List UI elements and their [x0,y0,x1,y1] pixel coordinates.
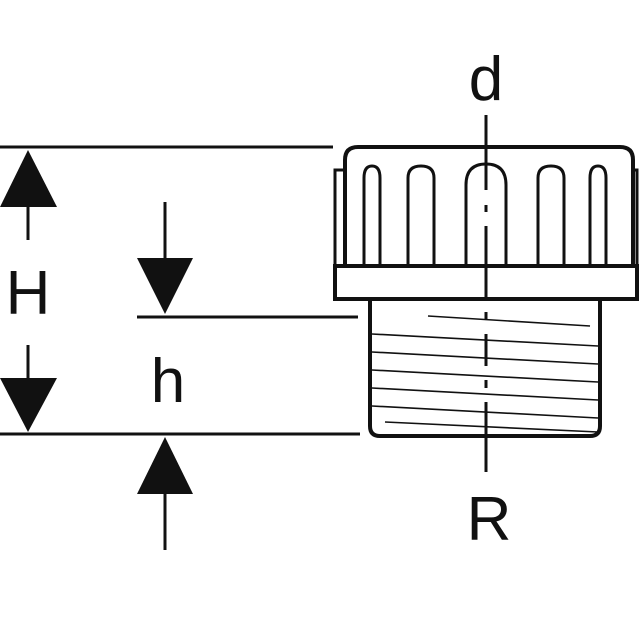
knurled-head [343,145,635,268]
label-diameter: d [469,45,503,114]
dimension-h-thread: h [137,202,193,550]
dimension-h-total: H [0,150,57,432]
arrow-up-icon [137,437,193,494]
label-thread-height: h [151,347,185,416]
arrow-down-icon [0,378,57,432]
arrow-up-icon [0,150,57,207]
label-total-height: H [6,259,51,328]
arrow-down-icon [137,258,193,314]
label-thread: R [467,485,512,554]
